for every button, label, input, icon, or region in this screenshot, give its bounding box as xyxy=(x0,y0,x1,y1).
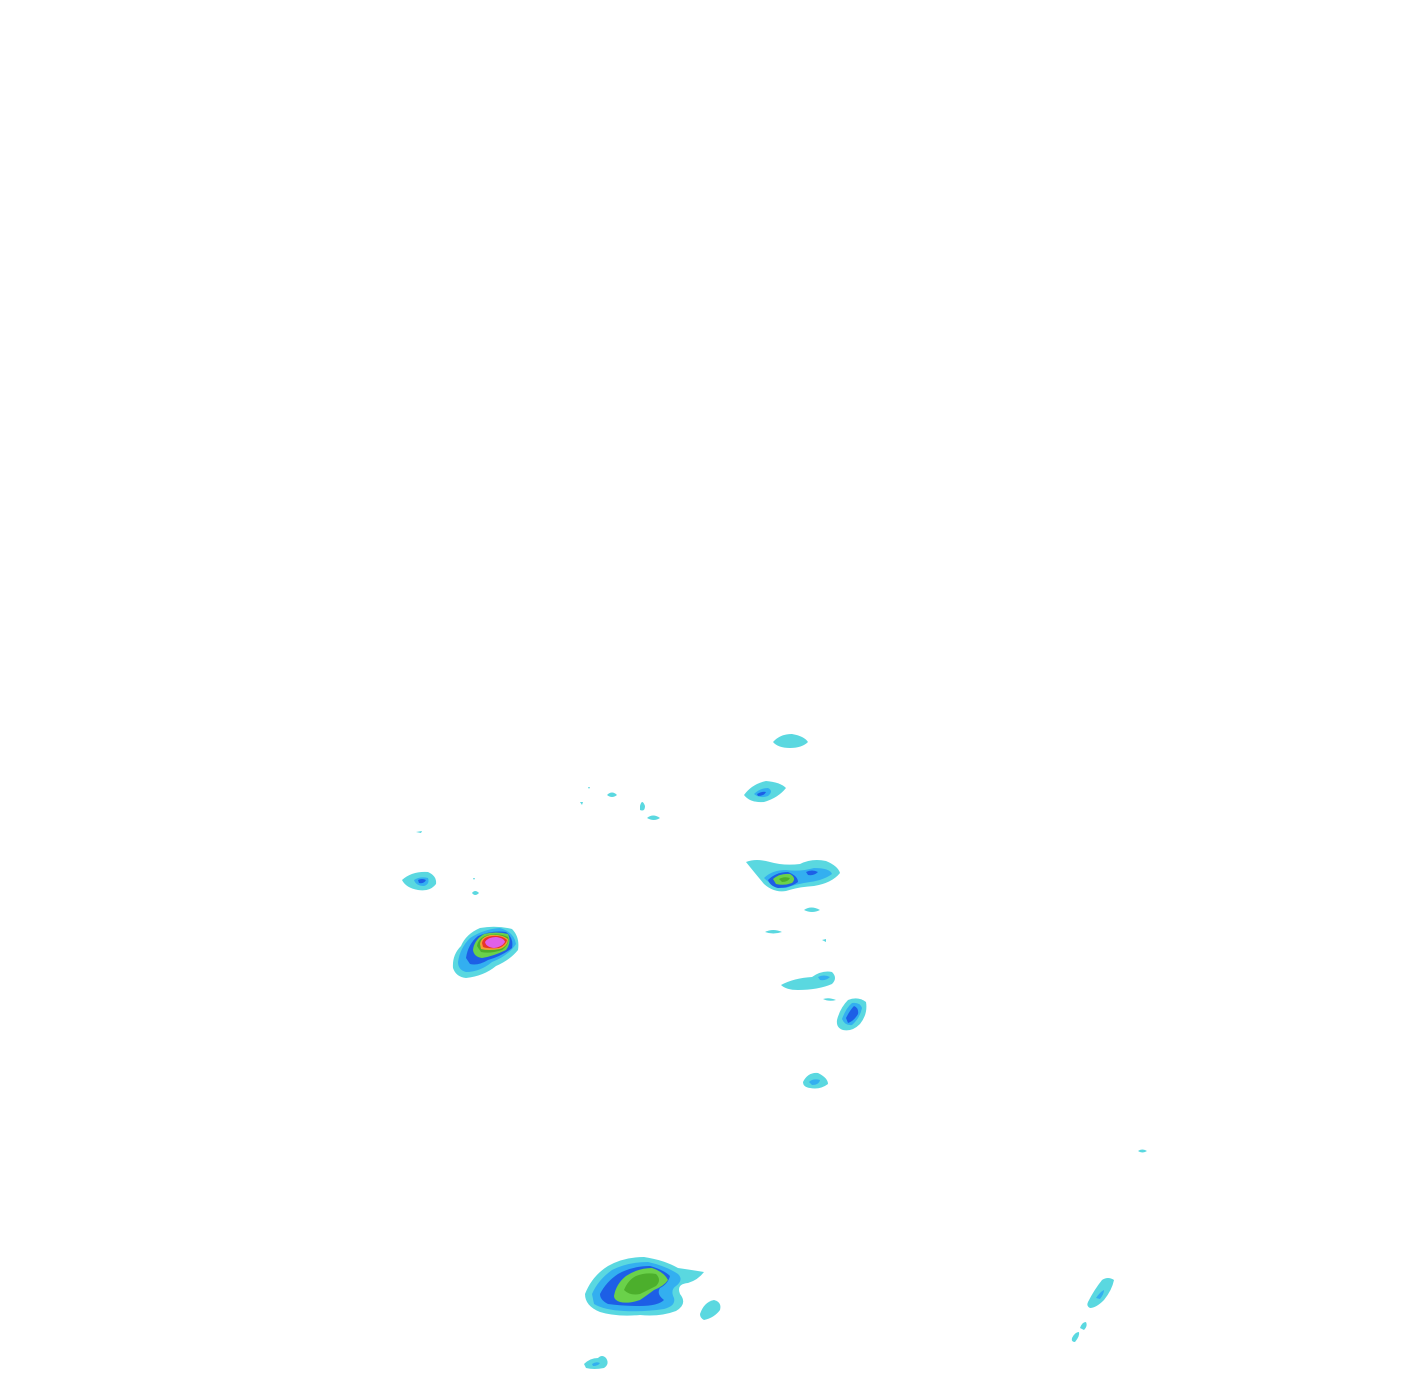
echo-cells-bottom-right xyxy=(1071,1278,1114,1342)
echo-specks-upper-left xyxy=(416,787,660,895)
echo-cell-bottom-large xyxy=(585,1257,721,1320)
echo-cell-small-lower xyxy=(803,1072,828,1089)
echo-cells-lower-mid xyxy=(765,907,836,1001)
echo-cell-elongated xyxy=(836,998,867,1031)
echo-cell-upper xyxy=(744,781,786,803)
echo-speck-right xyxy=(1138,1149,1147,1153)
echo-cell-left xyxy=(402,871,437,891)
echo-cell-strong xyxy=(452,926,519,978)
echo-cell-mid xyxy=(746,860,840,892)
echo-cell-top xyxy=(773,734,808,748)
echo-cell-bottom-left xyxy=(584,1356,608,1369)
